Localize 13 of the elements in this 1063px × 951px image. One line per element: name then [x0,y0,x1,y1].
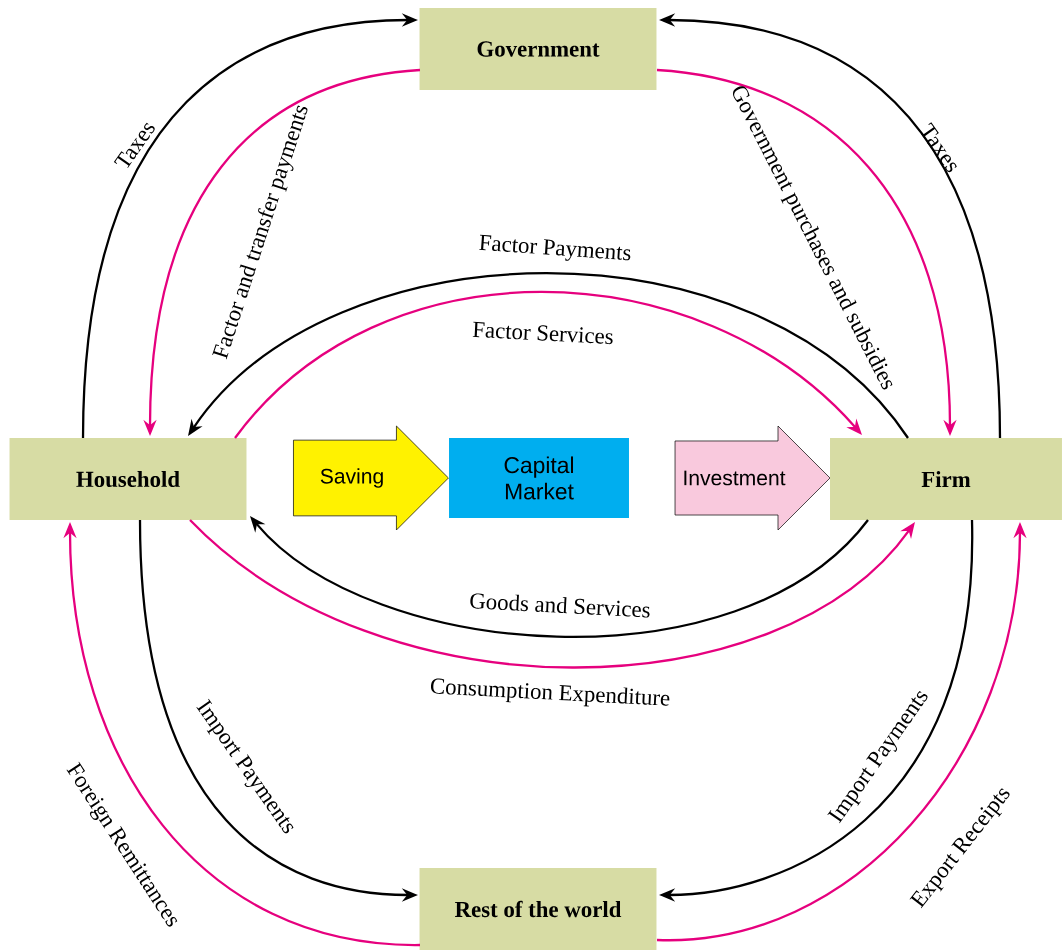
sector-box: Rest of the world [419,868,657,950]
sector-box: Firm [830,438,1062,520]
edge-label: Goods and Services [470,593,650,618]
edge-label: Factor and transfer payments [212,105,308,360]
edge-label: Factor Services [472,321,613,345]
edge-label: Consumption Expenditure [430,678,670,707]
edge-label: Factor Payments [479,234,631,261]
sector-box: Household [9,438,247,520]
arrow [234,291,862,439]
arrow [188,272,909,439]
sector-box: Government [419,8,657,90]
arrow [189,519,915,669]
market-box: Capital Market [449,438,629,518]
